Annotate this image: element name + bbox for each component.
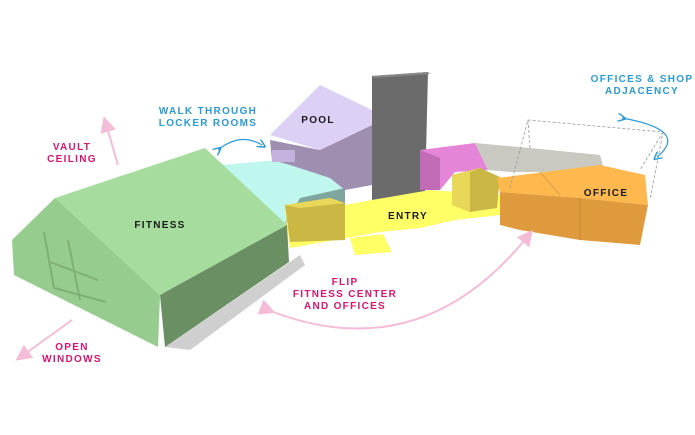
window-icon bbox=[43, 231, 107, 303]
vault-label: VAULT bbox=[53, 142, 91, 153]
office-block bbox=[497, 165, 648, 245]
fitness-block bbox=[12, 148, 289, 347]
windows-arrow-icon bbox=[15, 319, 73, 361]
windows-label-2: WINDOWS bbox=[42, 354, 102, 365]
pool-label: POOL bbox=[301, 115, 335, 126]
walk-label-2: LOCKER ROOMS bbox=[159, 118, 257, 129]
office-label: OFFICE bbox=[584, 188, 628, 199]
flip-label-2: FITNESS CENTER bbox=[293, 289, 397, 300]
flip-label: FLIP bbox=[332, 277, 359, 288]
vault-label-2: CEILING bbox=[47, 154, 97, 165]
flip-arrow-icon bbox=[257, 229, 534, 330]
adjacency-arrow-icon bbox=[622, 118, 669, 157]
walk-label: WALK THROUGH bbox=[159, 106, 257, 117]
shop-block bbox=[475, 143, 605, 172]
support-side bbox=[420, 150, 440, 190]
adjacency-label-2: ADJACENCY bbox=[605, 86, 679, 97]
entry-label: ENTRY bbox=[388, 211, 428, 222]
vault-arrow-icon bbox=[100, 116, 119, 166]
windows-label: OPEN bbox=[55, 342, 89, 353]
flip-label-3: AND OFFICES bbox=[304, 301, 386, 312]
pool-block bbox=[270, 85, 372, 190]
adjacency-label: OFFICES & SHOP bbox=[591, 74, 694, 85]
fitness-label: FITNESS bbox=[134, 220, 185, 231]
tower-block bbox=[372, 72, 430, 200]
walk-arrow-icon bbox=[218, 139, 262, 150]
